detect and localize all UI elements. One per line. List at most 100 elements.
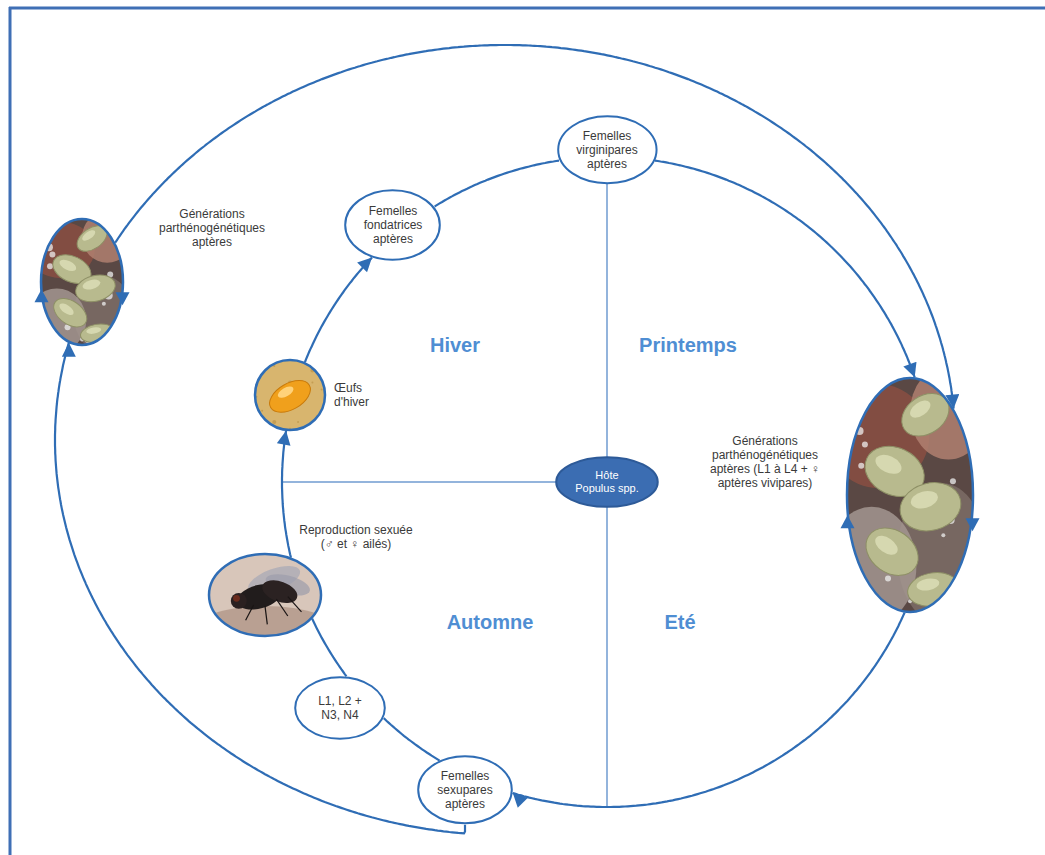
season-label: Automne bbox=[447, 610, 534, 634]
wax-fluff bbox=[116, 227, 120, 231]
node-label: Reproduction sexuée (♂ et ♀ ailés) bbox=[294, 523, 418, 551]
node-label: Œufs d'hiver bbox=[334, 381, 388, 409]
label-holder: Femelles fondatrices aptères bbox=[353, 204, 433, 246]
label-holder: Hiver bbox=[430, 333, 480, 357]
cycle-connector bbox=[384, 718, 440, 761]
wax-fluff bbox=[115, 231, 123, 239]
cycle-connector bbox=[55, 343, 465, 834]
wax-fluff bbox=[49, 252, 55, 258]
wax-fluff bbox=[962, 417, 966, 421]
node-ellipse bbox=[418, 756, 512, 823]
wax-fluff bbox=[47, 263, 53, 269]
photo-border bbox=[41, 219, 123, 345]
wax-fluff bbox=[963, 396, 967, 400]
label-holder: Femelles sexupares aptères bbox=[430, 769, 500, 811]
fly-leg bbox=[276, 599, 287, 616]
wax-fluff bbox=[941, 533, 945, 537]
fly-leg bbox=[265, 606, 267, 624]
stage-ellipse: L1, L2 + N3, N4 bbox=[294, 676, 386, 740]
cycle-connector bbox=[115, 45, 953, 409]
stage-ellipse: Femelles virginipares aptères bbox=[557, 115, 658, 184]
cycle-arrowhead bbox=[116, 292, 130, 305]
fly-body bbox=[259, 576, 300, 607]
node-label: Femelles fondatrices aptères bbox=[353, 204, 433, 246]
aphid-highlight bbox=[872, 451, 904, 478]
photo-border bbox=[847, 378, 973, 612]
label-holder: Hôte Populus spp. bbox=[574, 469, 639, 495]
season-label: Printemps bbox=[639, 333, 737, 357]
frame-line bbox=[9, 7, 12, 855]
node-ellipse bbox=[295, 677, 385, 739]
wax-fluff bbox=[102, 302, 106, 306]
cycle-connector bbox=[312, 619, 346, 677]
texture-dot bbox=[323, 416, 325, 418]
wax-fluff bbox=[858, 463, 864, 469]
leaf-surface bbox=[191, 606, 339, 660]
photo-node: Générations parthénogénétiques aptères bbox=[40, 207, 272, 346]
node-ellipse bbox=[346, 190, 441, 260]
wax-fluff bbox=[950, 478, 956, 484]
photo-ground bbox=[254, 359, 326, 431]
fly-eye bbox=[233, 595, 240, 602]
photo-content bbox=[191, 553, 339, 660]
cycle-connector bbox=[282, 431, 291, 558]
node-outline bbox=[846, 377, 974, 613]
label-holder: Eté bbox=[664, 610, 695, 634]
aphid-body bbox=[48, 293, 91, 333]
photo-node: Générations parthénogénétiques aptères (… bbox=[701, 377, 974, 613]
wax-fluff bbox=[849, 386, 855, 392]
aphid-highlight bbox=[907, 397, 933, 421]
egg-highlight bbox=[276, 384, 295, 400]
label-holder: Œufs d'hiver bbox=[334, 381, 388, 409]
node-ellipse bbox=[556, 457, 658, 507]
label-holder: Femelles virginipares aptères bbox=[567, 129, 647, 171]
fly-head bbox=[231, 593, 247, 609]
node-outline bbox=[208, 553, 322, 637]
aphid-highlight bbox=[909, 488, 940, 511]
texture-dot bbox=[272, 420, 276, 424]
node-label: Femelles virginipares aptères bbox=[567, 129, 647, 171]
texture-dot bbox=[311, 381, 313, 383]
node-label: L1, L2 + N3, N4 bbox=[315, 694, 365, 722]
photo-border bbox=[209, 554, 321, 636]
texture-dot bbox=[297, 421, 299, 423]
fly-leg bbox=[288, 597, 302, 612]
aphid-highlight bbox=[80, 228, 96, 243]
cycle-connector bbox=[305, 258, 372, 363]
texture-dot bbox=[260, 359, 264, 363]
aphid-body bbox=[857, 518, 928, 585]
node-label: Hôte Populus spp. bbox=[574, 469, 639, 495]
node-outline bbox=[254, 359, 326, 431]
photo-content bbox=[254, 359, 326, 431]
label-holder: Reproduction sexuée (♂ et ♀ ailés) bbox=[294, 523, 418, 551]
aphid-highlight bbox=[81, 278, 101, 291]
photo-border bbox=[255, 360, 325, 430]
aphid-body bbox=[894, 385, 958, 445]
cycle-arrowhead bbox=[841, 515, 855, 528]
season-label: Eté bbox=[664, 610, 695, 634]
label-holder: L1, L2 + N3, N4 bbox=[315, 694, 365, 722]
aphid-body bbox=[73, 271, 119, 306]
aphid-body bbox=[72, 220, 111, 256]
texture-dot bbox=[261, 410, 263, 412]
node-outline bbox=[40, 218, 124, 346]
fly-leg bbox=[246, 605, 254, 620]
cycle-arrowhead bbox=[966, 518, 980, 531]
photo-content bbox=[27, 212, 132, 353]
aphid-highlight bbox=[872, 532, 901, 559]
aphid-highlight bbox=[58, 257, 78, 273]
node-label: Femelles sexupares aptères bbox=[430, 769, 500, 811]
aphid-highlight bbox=[916, 577, 941, 592]
node-label: Générations parthénogénétiques aptères (… bbox=[701, 434, 829, 490]
wax-fluff bbox=[849, 388, 857, 396]
wax-fluff bbox=[885, 575, 891, 581]
stage-ellipse: Femelles sexupares aptères bbox=[417, 755, 513, 824]
photo-content bbox=[827, 365, 987, 625]
wax-fluff bbox=[862, 441, 868, 447]
label-holder: Générations parthénogénétiques aptères bbox=[152, 207, 272, 249]
wax-fluff bbox=[40, 222, 48, 230]
texture-dot bbox=[320, 426, 324, 430]
frame-line bbox=[9, 7, 1045, 10]
cycle-connector bbox=[513, 613, 905, 807]
